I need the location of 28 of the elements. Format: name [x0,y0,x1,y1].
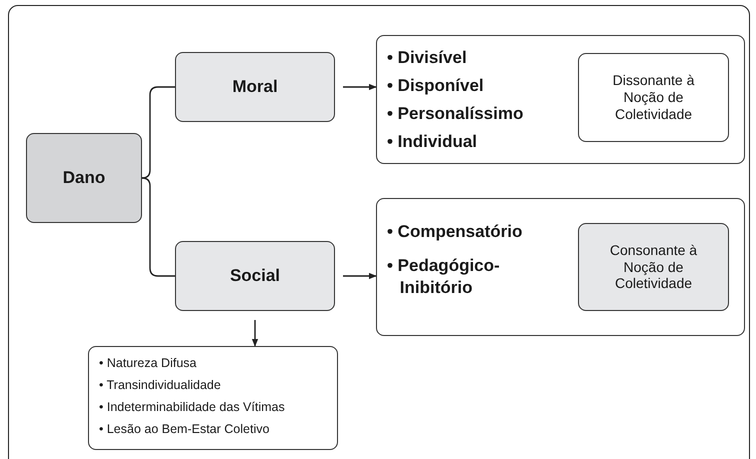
list-item: • Personalíssimo [387,103,524,125]
arrow [252,320,258,347]
arrow [343,272,377,280]
list-box [376,35,745,164]
list-item: • Indeterminabilidade das Vítimas [99,399,286,416]
box-label: Social [230,266,280,286]
concept-box [26,133,142,223]
box-label: Dano [62,168,106,188]
concept-box [175,241,335,311]
curly-bracket-connector [142,177,175,277]
list-box [376,198,745,336]
concept-box [578,53,729,142]
list-item: • Transindividualidade [99,377,222,394]
box-label: Consonante à Noção de Coletividade [608,242,698,292]
list-item: • Pedagógico-Inibitório [387,255,501,299]
concept-box [578,223,729,311]
curly-bracket-connector [142,86,175,179]
box-label: Moral [232,76,278,98]
arrow [343,84,377,90]
concept-box [175,52,335,122]
box-label: Dissonante à Noção de Coletividade [612,72,696,123]
list-item: • Divisível [387,47,468,69]
list-item: • Disponível [387,75,485,97]
list-item: • Natureza Difusa [99,355,198,372]
list-item: • Lesão ao Bem-Estar Coletivo [99,421,270,438]
list-item: • Compensatório [387,221,524,243]
list-box [88,346,338,450]
list-item: • Individual [387,131,478,153]
